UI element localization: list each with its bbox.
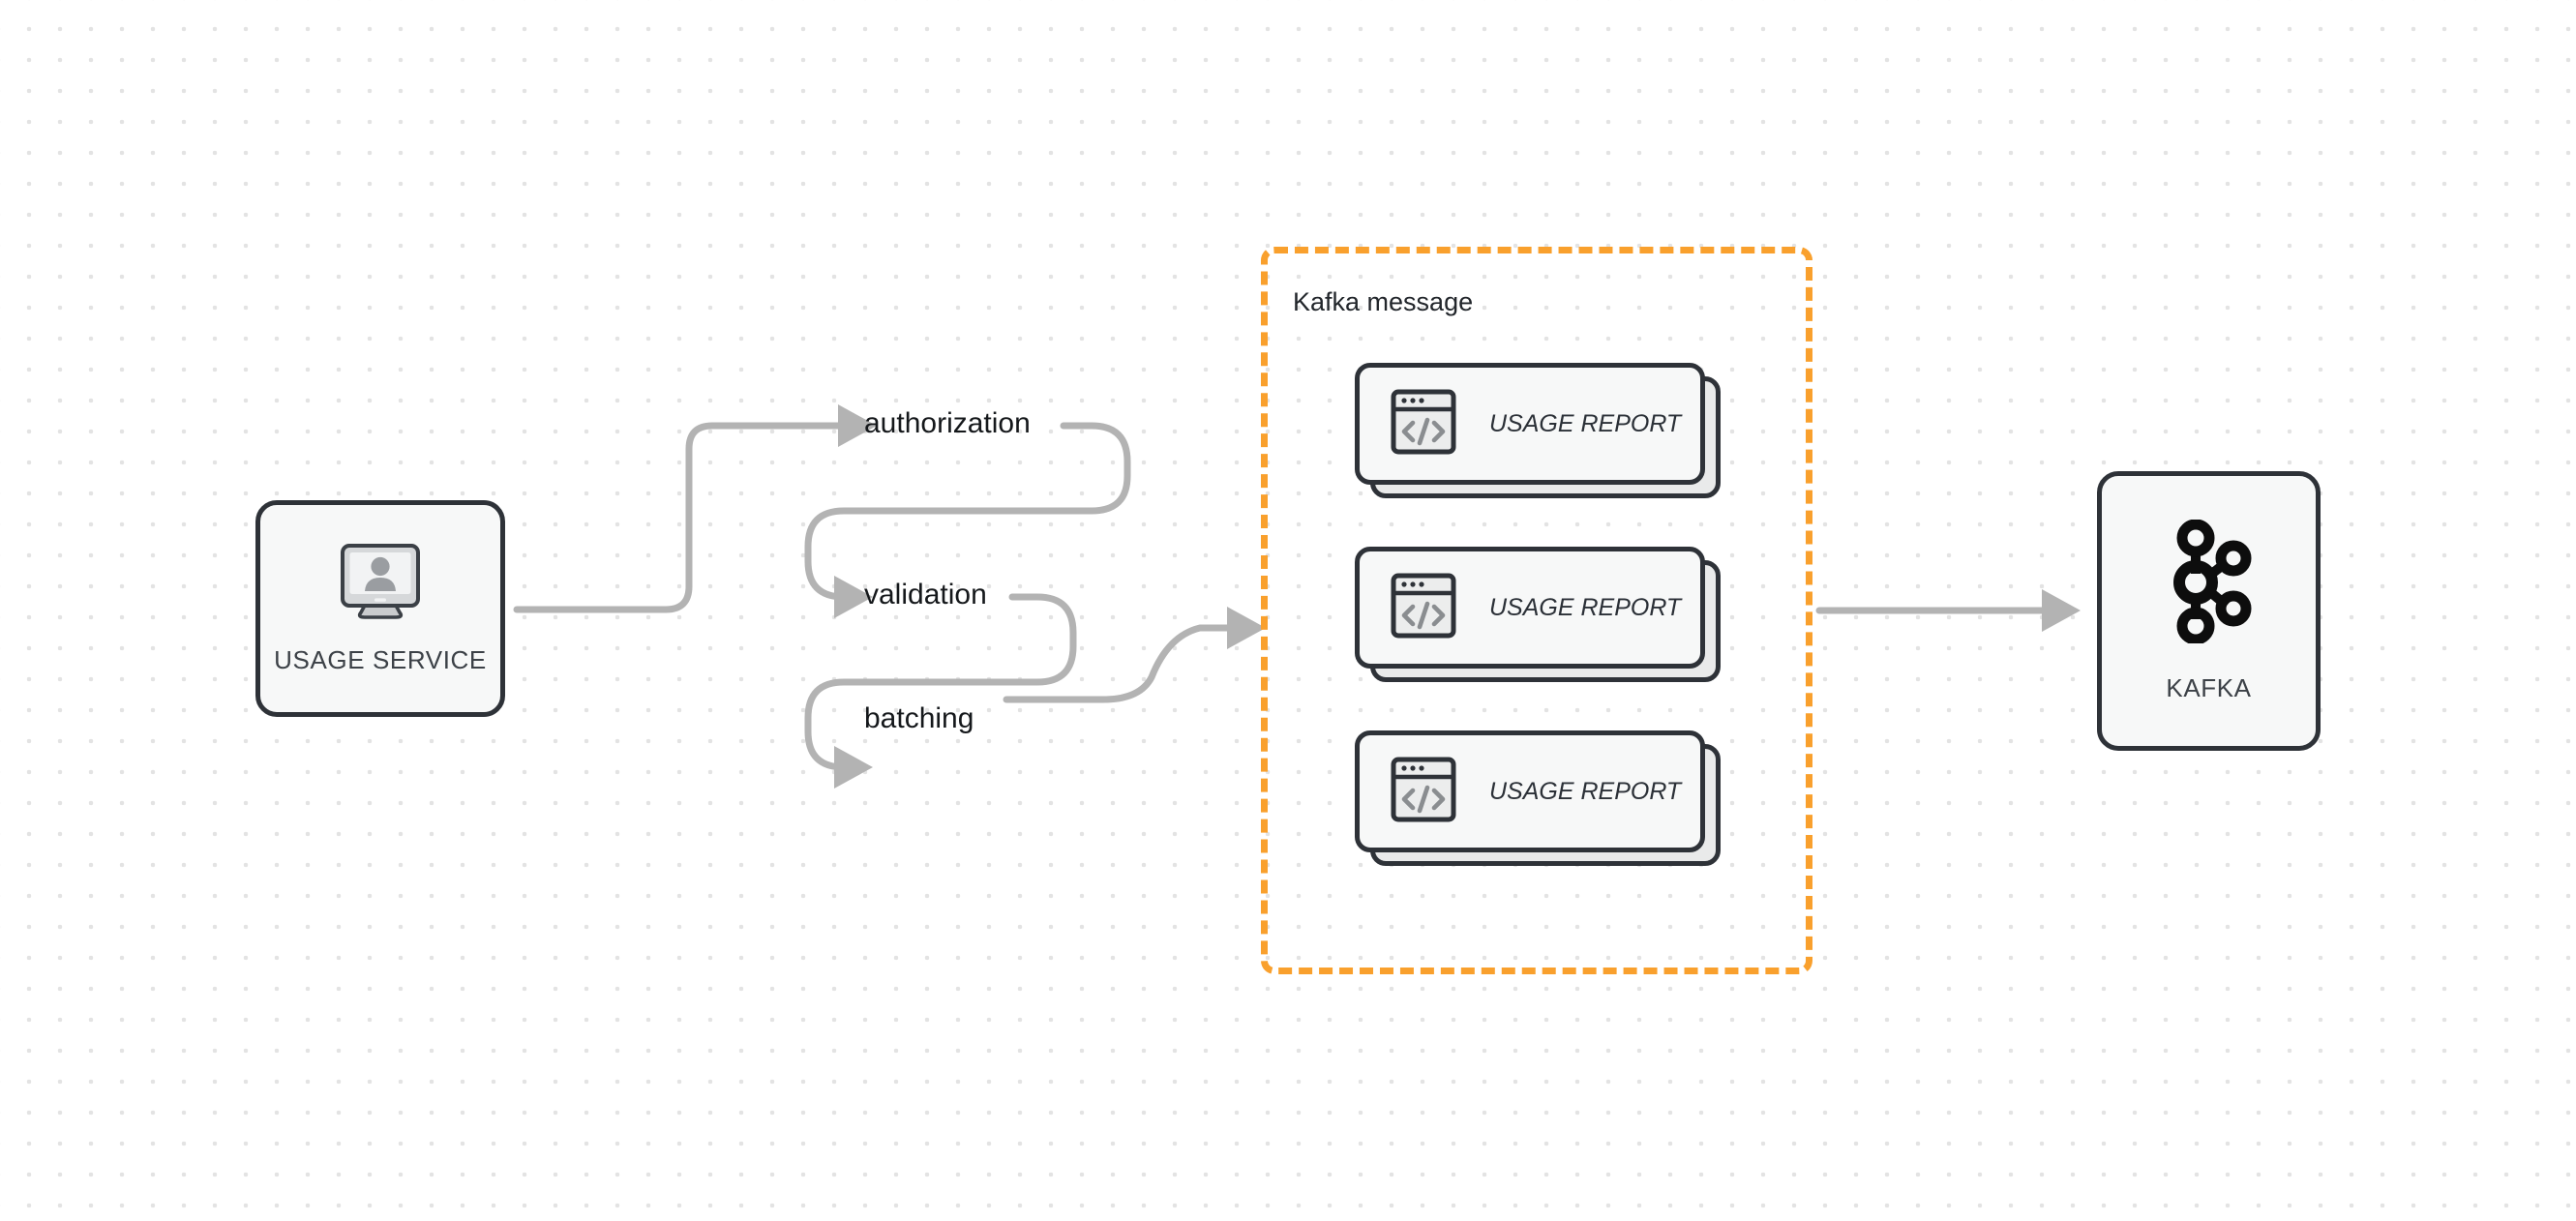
step-label-batching: batching bbox=[864, 702, 974, 734]
usage-report-label: USAGE REPORT bbox=[1489, 777, 1682, 805]
arrow-head-icon bbox=[1227, 607, 1266, 649]
usage-report-card[interactable]: USAGE REPORT bbox=[1355, 363, 1724, 500]
edge-usage-service-to-authorization bbox=[513, 404, 877, 613]
edge-validation-to-batching bbox=[804, 593, 1077, 789]
node-usage-service[interactable]: USAGE SERVICE bbox=[255, 500, 505, 717]
usage-report-label: USAGE REPORT bbox=[1489, 409, 1682, 437]
usage-report-card[interactable]: USAGE REPORT bbox=[1355, 547, 1724, 684]
arrow-head-icon bbox=[834, 746, 873, 789]
monitor-user-icon bbox=[334, 542, 427, 628]
group-kafka-message[interactable] bbox=[1261, 247, 1812, 974]
code-window-icon bbox=[1391, 389, 1456, 460]
node-usage-service-label: USAGE SERVICE bbox=[274, 645, 487, 674]
node-kafka-label: KAFKA bbox=[2166, 672, 2252, 702]
code-window-icon bbox=[1391, 573, 1456, 643]
group-kafka-message-title: Kafka message bbox=[1293, 287, 1474, 316]
usage-report-label: USAGE REPORT bbox=[1489, 593, 1682, 621]
card-face: USAGE REPORT bbox=[1355, 547, 1705, 669]
card-face: USAGE REPORT bbox=[1355, 363, 1705, 485]
step-label-authorization: authorization bbox=[864, 407, 1031, 439]
card-face: USAGE REPORT bbox=[1355, 730, 1705, 852]
step-label-validation: validation bbox=[864, 579, 987, 610]
usage-report-card[interactable]: USAGE REPORT bbox=[1355, 730, 1724, 868]
node-kafka[interactable]: KAFKA bbox=[2097, 471, 2321, 751]
edge-kafka-message-to-kafka bbox=[1815, 589, 2081, 632]
code-window-icon bbox=[1391, 757, 1456, 827]
edge-batching-to-kafka-message bbox=[1003, 607, 1266, 703]
kafka-logo-icon bbox=[2166, 519, 2253, 648]
arrow-head-icon bbox=[2042, 589, 2081, 632]
